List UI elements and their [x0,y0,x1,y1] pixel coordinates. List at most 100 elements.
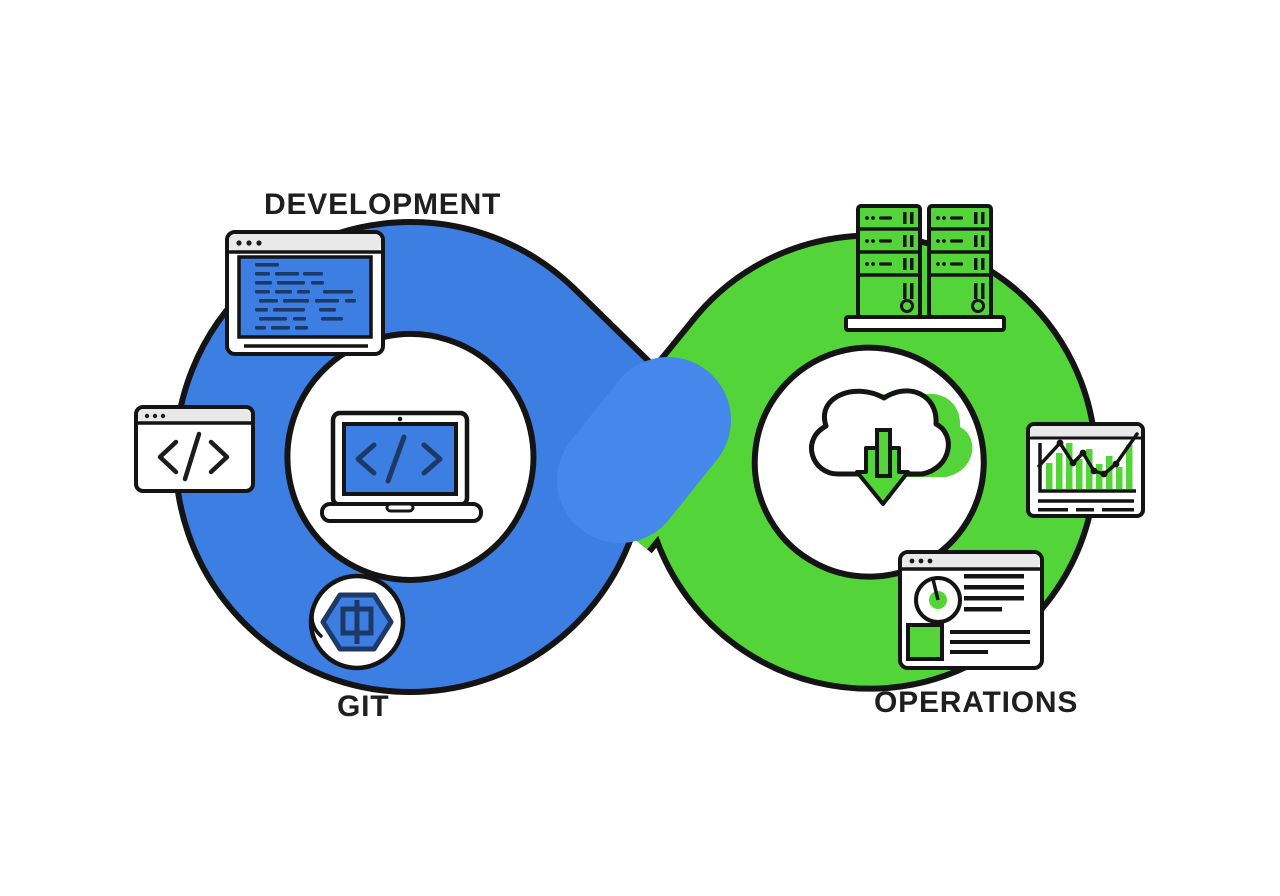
code-line [255,308,268,312]
chart-bar [1066,443,1073,489]
slat-dot [871,262,875,266]
slat-dot [942,262,946,266]
chart-line [1037,432,1139,478]
trend-dot [1079,449,1087,457]
code-line [293,317,306,321]
chart-bar [1106,456,1113,489]
window-dot-icon [236,240,242,246]
operations-label: OPERATIONS [874,686,1079,719]
report-dash [1076,508,1094,512]
window-dot-icon [144,413,150,419]
server-base-plate [844,315,1006,332]
metrics-chart-window [1026,422,1145,518]
slat-bar [981,235,985,247]
trend-dot [1069,459,1077,467]
chart-bar [1046,463,1053,489]
report-line [950,630,1030,634]
power-dot [971,299,985,313]
code-line [255,326,266,330]
code-line [323,290,353,294]
laptop-icon [320,410,483,523]
laptop-notch [385,502,415,513]
code-line [311,281,324,285]
slat-dash [950,239,963,243]
code-line [319,308,336,312]
window-titlebar [1030,426,1141,437]
code-line [271,326,290,330]
code-line [303,272,323,276]
status-square-icon [906,623,944,661]
report-dashes [1038,508,1134,512]
chart-bar [1096,464,1103,489]
chart-axis [1038,443,1136,493]
loop-crossing-capsule [557,357,731,543]
slat-bar [974,258,978,270]
dashboard-window [898,550,1044,670]
window-dot-icon [256,240,262,246]
report-line [964,585,1024,590]
code-line [277,281,305,285]
slat-dot [871,239,875,243]
window-dot-icon [246,240,252,246]
window-titlebar [902,554,1040,568]
trend-dot [1090,467,1098,475]
cloud-download-icon [809,388,973,506]
download-arrow-shaft [875,428,892,478]
chart-bar [1116,467,1123,489]
power-dot [900,299,914,313]
slat-bar [974,235,978,247]
report-dash [1102,508,1134,512]
code-line [295,326,308,330]
code-line [275,272,299,276]
slat-dot [936,262,940,266]
trend-dot [1112,460,1120,468]
chart-bars [1046,443,1133,489]
slat-dot [942,216,946,220]
code-markup-icon [157,431,230,482]
body-bar [974,283,978,299]
code-line [345,299,356,303]
development-label: DEVELOPMENT [264,188,502,221]
slat-dot [865,262,869,266]
swoosh-icon [310,600,323,638]
code-editor-window [225,230,385,356]
window-dot-icon [160,413,166,419]
slat-bar [910,258,914,270]
code-line [255,263,279,267]
body-bar [903,283,907,299]
report-line [950,650,988,654]
code-line [259,299,278,303]
code-line [255,281,272,285]
window-dot-icon [927,558,933,564]
slat-bar [974,212,978,224]
body-bar [981,283,985,299]
code-line [273,308,305,312]
slat-bar [910,212,914,224]
code-line [297,290,310,294]
slat-dash [879,216,892,220]
window-titlebar [138,409,251,422]
trend-dot [1056,439,1064,447]
report-line [964,596,1024,601]
slat-dot [865,216,869,220]
slat-dash [879,262,892,266]
window-dot-icon [909,558,915,564]
slat-dot [865,239,869,243]
webcam-dot-icon [397,416,403,422]
slat-dot [936,216,940,220]
report-line [964,607,1002,612]
slat-bar [981,258,985,270]
code-line [315,299,339,303]
window-titlebar [229,234,381,251]
code-line [275,290,292,294]
window-dot-icon [918,558,924,564]
chart-bar [1056,453,1063,489]
slat-bar [981,212,985,224]
report-dash [1038,508,1068,512]
chart-bar [1076,459,1083,489]
server-towers [856,204,993,319]
body-bar [910,283,914,299]
code-line [259,317,287,321]
